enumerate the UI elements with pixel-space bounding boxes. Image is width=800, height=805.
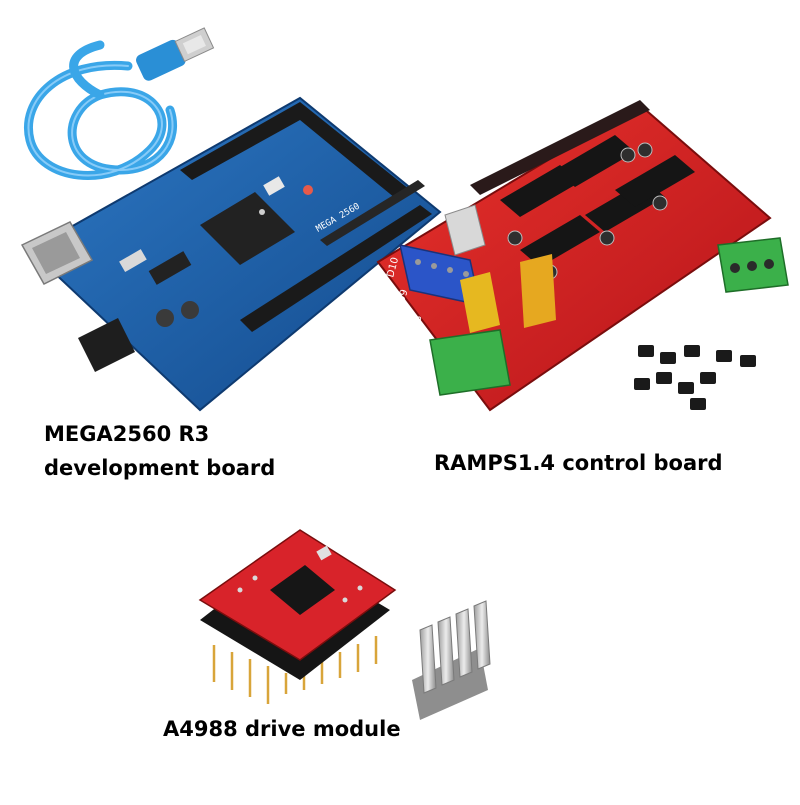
- mega2560-caption-line1: MEGA2560 R3: [44, 422, 210, 446]
- ramps-label-d10: D10: [385, 256, 401, 279]
- mega2560-caption-line2: development board: [44, 456, 276, 480]
- green-terminal-block: [717, 237, 789, 293]
- ramps14-board: D10 D9 D8: [376, 100, 772, 412]
- ramps-label-d9: D9: [396, 288, 410, 304]
- heatsink: [412, 600, 491, 720]
- a4988-driver: [198, 529, 397, 704]
- jumpers: [634, 345, 756, 410]
- usb-plug: [136, 27, 215, 81]
- a4988-caption: A4988 drive module: [163, 717, 401, 741]
- mega2560-caption: MEGA2560 R3 development board: [44, 417, 275, 485]
- usb-cable: [24, 27, 215, 180]
- ramps-label-d8: D8: [410, 314, 424, 330]
- ramps14-caption: RAMPS1.4 control board: [434, 451, 723, 475]
- mega2560-board: MEGA 2560: [20, 96, 442, 412]
